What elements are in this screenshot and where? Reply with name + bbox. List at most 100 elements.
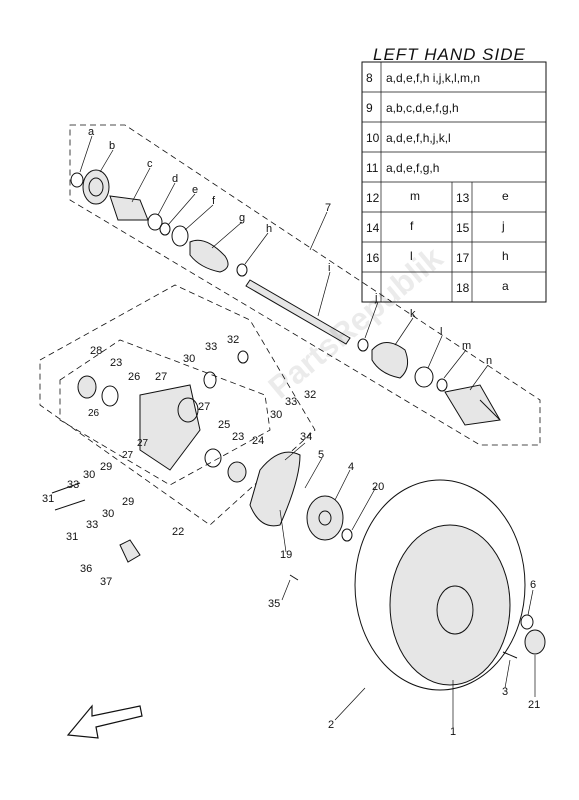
label-num: 36 [80, 563, 92, 575]
label-num: 4 [348, 461, 354, 473]
table-pair-text: l [410, 249, 413, 263]
table-pair-text: j [501, 219, 505, 233]
label-num: 20 [372, 481, 384, 493]
label-num: 32 [304, 389, 316, 401]
label-num: 30 [102, 508, 114, 520]
part-i [245, 279, 351, 345]
part-m [436, 378, 448, 392]
number-labels: 1 2 3 4 5 6 7 19 20 21 22 23 23 24 25 26… [42, 202, 540, 738]
label-num: 32 [227, 334, 239, 346]
label-num: 26 [128, 371, 140, 383]
label-n: n [486, 355, 492, 367]
label-num: 31 [42, 493, 54, 505]
part-j [357, 338, 369, 352]
part-h [236, 263, 248, 277]
table-pair-text: h [502, 249, 509, 263]
table-pair-text: e [502, 189, 509, 203]
knuckle-assembly [51, 350, 249, 563]
part-2-tire [354, 479, 526, 691]
label-num: 33 [67, 479, 79, 491]
label-num: 21 [528, 699, 540, 711]
label-num: 29 [100, 461, 112, 473]
table-pair-num: 14 [366, 221, 380, 235]
label-num: 33 [205, 341, 217, 353]
label-num: 26 [88, 408, 100, 419]
part-1-rim [389, 524, 511, 686]
table-row-num: 9 [366, 101, 373, 115]
table-title: LEFT HAND SIDE [373, 45, 526, 64]
part-21 [524, 629, 546, 655]
label-num: 24 [252, 435, 264, 447]
part-a [70, 172, 84, 188]
part-k [371, 342, 409, 379]
part-32 [237, 350, 249, 364]
part-31 [51, 482, 86, 511]
table-pair-text: f [410, 219, 414, 233]
direction-arrow-icon [66, 704, 143, 739]
label-num: 23 [110, 357, 122, 369]
table-row-num: 11 [366, 161, 379, 175]
label-g: g [239, 212, 245, 224]
table-pair-num: 16 [366, 251, 380, 265]
label-a: a [88, 126, 95, 138]
part-28 [77, 375, 97, 399]
label-num: 3 [502, 686, 508, 698]
part-35 [289, 574, 299, 581]
part-4 [306, 495, 344, 541]
label-num: 28 [90, 345, 102, 357]
table-pair-num: 15 [456, 221, 470, 235]
part-c [109, 195, 149, 221]
drive-shaft-assembly [70, 169, 501, 426]
table-pair-text: m [410, 189, 420, 203]
wheel-assembly [249, 451, 546, 691]
label-f: f [212, 195, 216, 207]
label-num: 31 [66, 531, 78, 543]
letter-labels: a b c d e f g h i j k l m n [88, 126, 492, 367]
part-n [444, 384, 501, 426]
part-24 [227, 461, 247, 483]
part-23 [101, 385, 119, 407]
table-row-text: a,d,e,f,h i,j,k,l,m,n [386, 71, 480, 85]
part-b [82, 169, 110, 205]
part-30 [203, 371, 217, 389]
label-d: d [172, 173, 178, 185]
label-num: 2 [328, 719, 334, 731]
label-k: k [410, 308, 416, 320]
label-num: 5 [318, 449, 324, 461]
assembly-outlines [39, 124, 541, 526]
part-d [147, 213, 163, 231]
part-34 [249, 451, 301, 527]
part-l [414, 366, 434, 388]
label-h: h [266, 223, 272, 235]
label-num: 6 [530, 579, 536, 591]
part-g [189, 239, 229, 273]
table-row-num: 8 [366, 71, 373, 85]
label-num: 27 [155, 371, 167, 383]
label-num: 25 [218, 419, 230, 431]
part-25 [139, 384, 201, 471]
label-l: l [440, 326, 442, 338]
table-row-text: a,d,e,f,g,h [386, 161, 439, 175]
parts-table: LEFT HAND SIDE 8 a,d,e,f,h i,j,k,l,m,n 9… [361, 45, 547, 303]
table-pair-text: a [502, 279, 509, 293]
label-c: c [147, 158, 153, 170]
label-num: 30 [270, 409, 282, 421]
part-e [159, 222, 171, 236]
label-num: 37 [100, 576, 112, 588]
label-num: 29 [122, 496, 134, 508]
label-num: 27 [137, 438, 149, 449]
label-num: 19 [280, 549, 292, 561]
table-row-num: 10 [366, 131, 380, 145]
label-num: 30 [83, 469, 95, 481]
label-num: 27 [122, 450, 134, 461]
part-6 [520, 614, 534, 630]
label-num: 33 [86, 519, 98, 531]
label-num: 7 [325, 202, 331, 214]
label-num: 23 [232, 431, 244, 443]
table-row-text: a,d,e,f,h,j,k,l [386, 131, 451, 145]
table-row-text: a,b,c,d,e,f,g,h [386, 101, 459, 115]
part-20 [341, 528, 353, 542]
label-num: 27 [198, 401, 210, 413]
label-num: 35 [268, 598, 280, 610]
